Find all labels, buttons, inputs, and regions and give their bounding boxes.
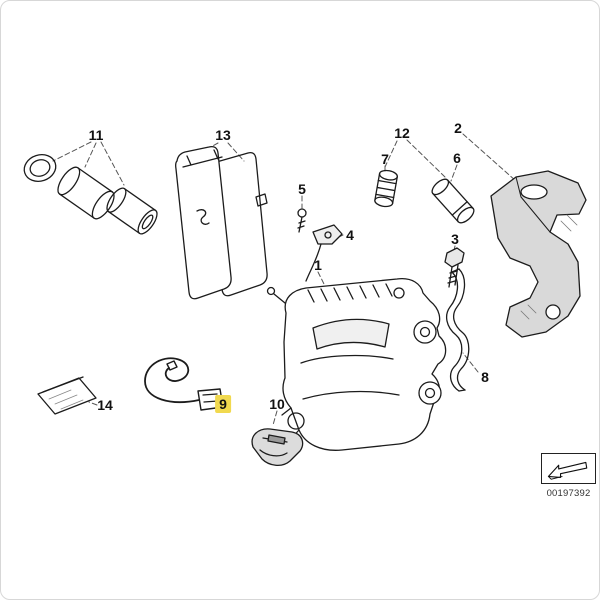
callout-4[interactable]: 4	[346, 227, 354, 243]
callout-6[interactable]: 6	[453, 150, 461, 166]
part-2-carrier	[490, 170, 587, 338]
callout-7[interactable]: 7	[381, 151, 389, 167]
callout-5[interactable]: 5	[298, 181, 306, 197]
callout-3[interactable]: 3	[451, 231, 459, 247]
diagram-number: 00197392	[546, 488, 591, 499]
callout-13[interactable]: 13	[215, 127, 231, 143]
part-3-bolt	[444, 247, 465, 288]
part-11-piston-seal-kit	[23, 154, 158, 235]
callout-14[interactable]: 14	[97, 397, 113, 413]
part-9-wear-sensor	[144, 357, 224, 411]
callout-2[interactable]: 2	[454, 120, 462, 136]
callout-12[interactable]: 12	[394, 125, 410, 141]
part-10-clip	[251, 428, 304, 466]
callout-11[interactable]: 11	[88, 127, 104, 143]
part-5-screw	[297, 208, 307, 233]
part-1-caliper	[266, 278, 447, 451]
callout-1[interactable]: 1	[314, 257, 322, 273]
part-8-anti-rattle-spring	[445, 268, 470, 392]
callout-9-highlighted[interactable]: 9	[215, 395, 231, 413]
part-14-grease-sachet	[37, 376, 97, 415]
direction-arrow-icon	[547, 461, 588, 480]
callout-10[interactable]: 10	[269, 396, 285, 412]
part-13-brake-pads	[175, 145, 268, 300]
direction-arrow-box	[541, 453, 596, 484]
part-12-guide-bushings	[374, 169, 475, 224]
callout-8[interactable]: 8	[481, 369, 489, 385]
part-4-holder	[305, 224, 343, 282]
